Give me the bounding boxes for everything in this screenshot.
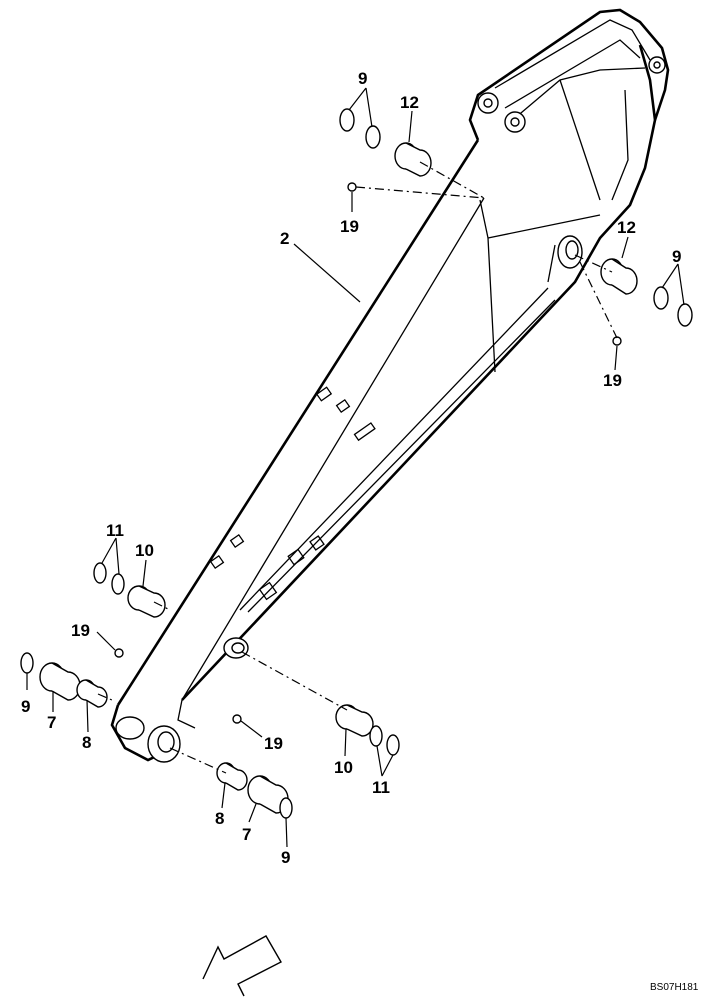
callout-9-bottom: 9 xyxy=(281,848,290,867)
alignment-lines xyxy=(97,161,618,774)
callout-9-top-left: 9 xyxy=(358,69,367,88)
callout-19-right: 19 xyxy=(603,371,622,390)
callout-8-left: 8 xyxy=(82,733,91,752)
part-bushing-cyl-right xyxy=(335,704,374,737)
drawing-code: BS07H181 xyxy=(650,982,699,993)
callout-7-left: 7 xyxy=(47,713,56,732)
callout-19-bottom: 19 xyxy=(264,734,283,753)
callout-11-right: 11 xyxy=(372,778,390,797)
callout-10-left: 10 xyxy=(135,541,154,560)
part-bushing-top-left xyxy=(394,142,432,177)
callout-11-left: 11 xyxy=(106,521,124,540)
callout-12-top-right: 12 xyxy=(617,218,636,237)
callout-9-top-right: 9 xyxy=(672,247,681,266)
callout-labels: 9 12 19 2 12 9 19 11 10 19 9 7 8 19 10 1… xyxy=(21,69,681,867)
boom-body xyxy=(110,8,670,763)
arrow-down-left-icon xyxy=(202,935,282,997)
callout-10-right: 10 xyxy=(334,758,353,777)
callout-9-left: 9 xyxy=(21,697,30,716)
callout-19-left: 19 xyxy=(71,621,90,640)
part-shims-cyl-right xyxy=(369,725,400,756)
callout-19-top: 19 xyxy=(340,217,359,236)
part-bushing-cyl-left xyxy=(127,585,166,618)
callout-8-right: 8 xyxy=(215,809,224,828)
part-foot-right xyxy=(216,762,293,819)
part-bushing-top-right xyxy=(600,258,638,295)
part-shims-top-left xyxy=(339,108,381,149)
part-foot-left xyxy=(20,652,108,708)
part-grease-fittings xyxy=(114,182,622,724)
part-shims-cyl-left xyxy=(93,562,125,595)
callout-12-top-left: 12 xyxy=(400,93,419,112)
callout-2-boom: 2 xyxy=(280,229,289,248)
callout-7-right: 7 xyxy=(242,825,251,844)
part-shims-top-right xyxy=(653,286,693,327)
leader-lines xyxy=(26,87,685,848)
